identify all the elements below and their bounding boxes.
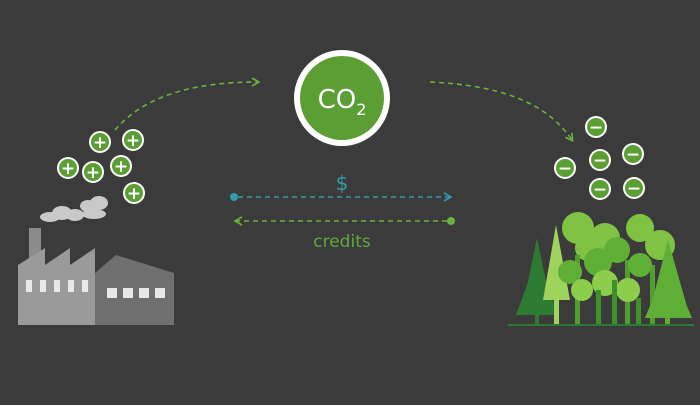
minus-icon: − xyxy=(622,143,644,165)
credits-arrow-start-dot xyxy=(447,217,455,225)
absorption-minus-group: −−−−−− xyxy=(554,116,645,200)
svg-text:+: + xyxy=(61,159,75,179)
credits-label: credits xyxy=(313,232,371,252)
svg-text:−: − xyxy=(593,180,607,200)
plus-icon: + xyxy=(123,182,145,204)
forest-icon xyxy=(508,212,694,326)
svg-text:−: − xyxy=(589,118,603,138)
svg-text:+: + xyxy=(126,131,140,151)
money-flow: $ xyxy=(230,171,453,202)
factory-icon xyxy=(18,196,174,325)
money-arrow-start-dot xyxy=(230,193,238,201)
svg-text:+: + xyxy=(93,133,107,153)
plus-icon: + xyxy=(57,157,79,179)
emission-arrow xyxy=(114,77,261,131)
co2-badge: CO2 xyxy=(294,50,390,146)
svg-text:+: + xyxy=(86,163,100,183)
minus-icon: − xyxy=(589,178,611,200)
absorption-arrow xyxy=(429,81,574,143)
money-label: $ xyxy=(336,171,349,195)
minus-icon: − xyxy=(554,157,576,179)
minus-icon: − xyxy=(623,177,645,199)
svg-text:+: + xyxy=(127,184,141,204)
minus-icon: − xyxy=(589,149,611,171)
plus-icon: + xyxy=(89,131,111,153)
svg-text:+: + xyxy=(114,157,128,177)
plus-icon: + xyxy=(122,129,144,151)
svg-text:CO2: CO2 xyxy=(318,85,367,119)
smoke-cloud-icon xyxy=(40,196,108,222)
plus-icon: + xyxy=(110,155,132,177)
co2-text: CO xyxy=(318,85,357,115)
svg-text:−: − xyxy=(627,179,641,199)
svg-text:−: − xyxy=(558,159,572,179)
emission-plus-group: + + + + + + xyxy=(57,129,145,204)
plus-icon: + xyxy=(82,161,104,183)
credits-flow: credits xyxy=(233,216,455,252)
co2-subscript: 2 xyxy=(356,100,366,119)
svg-text:−: − xyxy=(626,145,640,165)
minus-icon: − xyxy=(585,116,607,138)
svg-text:−: − xyxy=(593,151,607,171)
